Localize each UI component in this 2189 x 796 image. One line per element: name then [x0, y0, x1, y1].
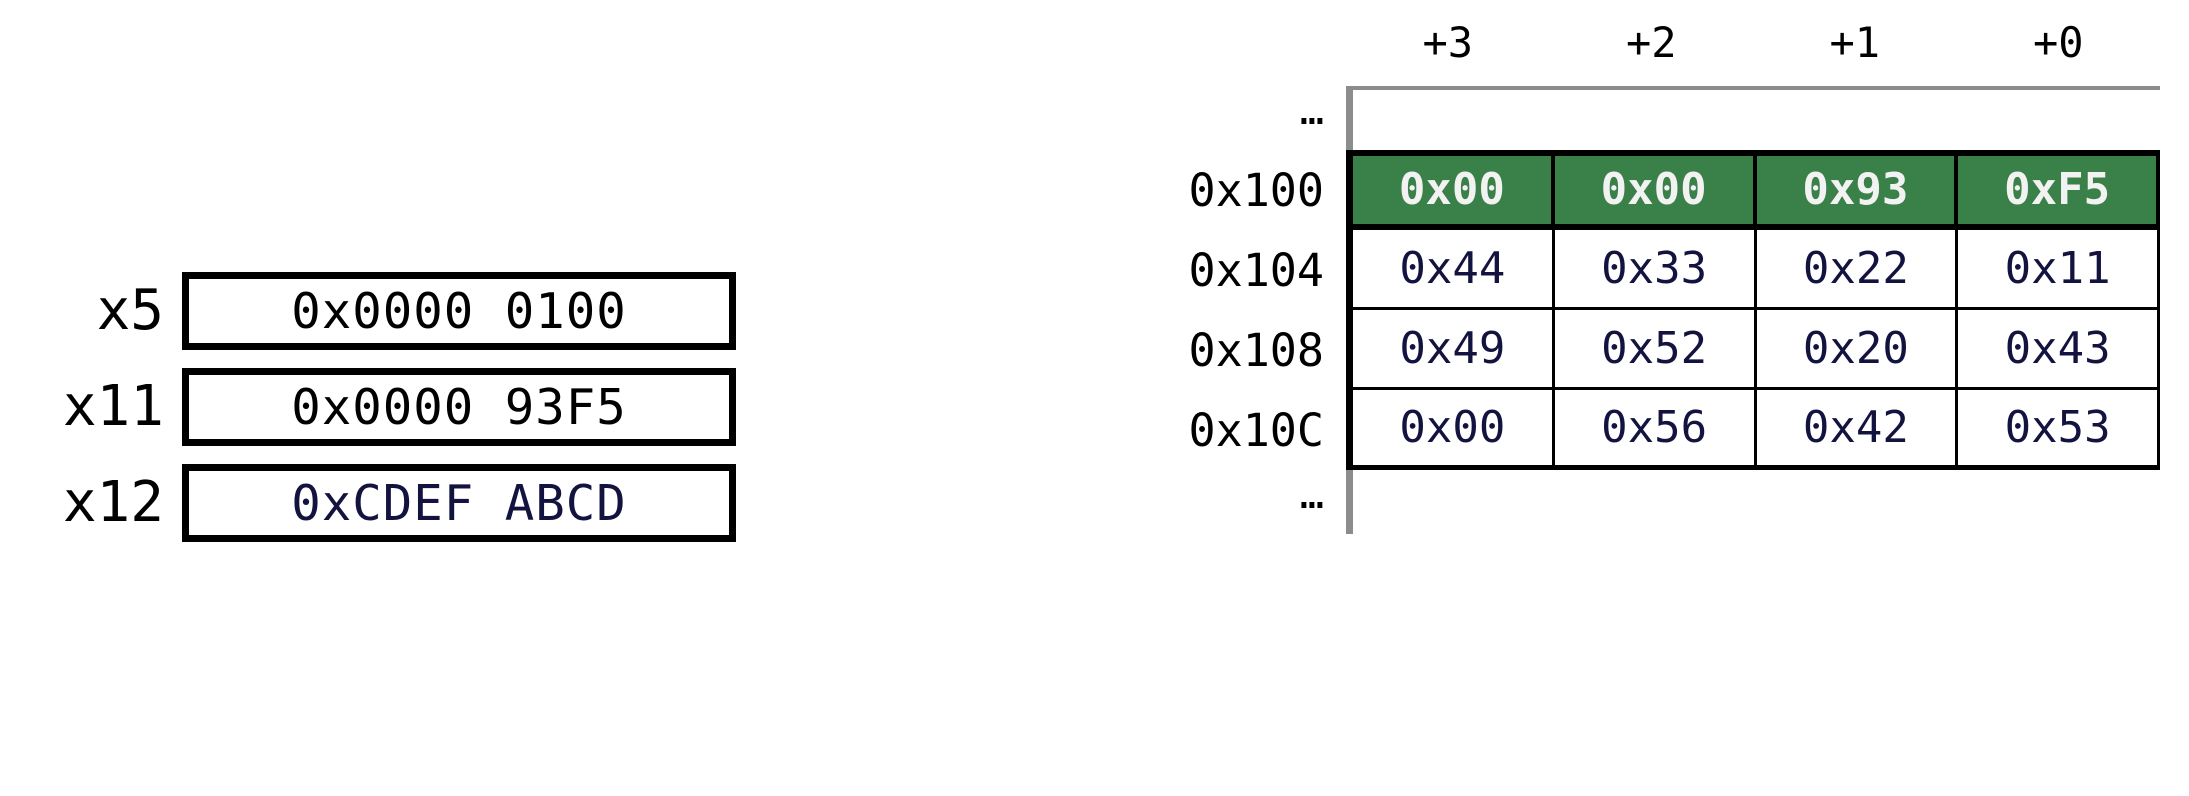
memory-cell-0x107[interactable]: 0x44 — [1353, 230, 1555, 310]
memory-cell-0x10A[interactable]: 0x52 — [1554, 310, 1757, 390]
memory-grid: +3 +2 +1 +0 … 0x100 0x00 0x00 0x93 0xF5 … — [1150, 0, 2160, 534]
memory-row-label-0x104: 0x104 — [1188, 243, 1324, 297]
memory-cell-0x101[interactable]: 0x93 — [1756, 150, 1959, 230]
memory-header-cells: +3 +2 +1 +0 — [1346, 22, 2160, 64]
memory-cell-0x10F[interactable]: 0x00 — [1353, 390, 1555, 470]
memory-column-header-plus1: +1 — [1829, 18, 1881, 67]
register-box-x12[interactable]: 0xCDEF ABCD — [182, 464, 736, 542]
memory-row-cells-0x104: 0x44 0x33 0x22 0x11 — [1346, 230, 2160, 310]
register-box-x11[interactable]: 0x0000 93F5 — [182, 368, 736, 446]
memory-row-label-0x10C: 0x10C — [1188, 403, 1324, 457]
register-row-x5: x5 0x0000 0100 — [0, 270, 760, 352]
memory-row-ellipsis-top: … — [1150, 86, 2160, 150]
memory-cell-0x10B[interactable]: 0x49 — [1353, 310, 1555, 390]
memory-cell-0x10C[interactable]: 0x53 — [1958, 390, 2160, 470]
memory-ellipsis-label-bottom: … — [1299, 472, 1324, 518]
memory-column-headers: +3 +2 +1 +0 — [1150, 0, 2160, 86]
memory-row-0x104: 0x104 0x44 0x33 0x22 0x11 — [1150, 230, 2160, 310]
memory-column-header-plus0: +0 — [2032, 18, 2084, 67]
register-value-x12: 0xCDEF ABCD — [291, 474, 627, 532]
register-box-x5[interactable]: 0x0000 0100 — [182, 272, 736, 350]
memory-row-cells-0x10C: 0x00 0x56 0x42 0x53 — [1346, 390, 2160, 470]
register-value-x5: 0x0000 0100 — [291, 282, 627, 340]
register-label-x5: x5 — [96, 278, 164, 343]
register-file: x5 0x0000 0100 x11 0x0000 93F5 x12 0xCDE… — [0, 270, 760, 560]
register-label-x11: x11 — [62, 374, 164, 439]
memory-ellipsis-cells-top — [1346, 86, 2160, 150]
memory-cell-0x106[interactable]: 0x33 — [1554, 230, 1757, 310]
memory-cell-0x103[interactable]: 0x00 — [1353, 150, 1555, 230]
memory-column-header-plus2: +2 — [1625, 18, 1677, 67]
memory-cell-0x10D[interactable]: 0x42 — [1756, 390, 1959, 470]
memory-row-cells-0x100: 0x00 0x00 0x93 0xF5 — [1346, 150, 2160, 230]
memory-cell-0x100[interactable]: 0xF5 — [1958, 150, 2160, 230]
memory-cell-0x109[interactable]: 0x20 — [1756, 310, 1959, 390]
memory-row-0x100: 0x100 0x00 0x00 0x93 0xF5 — [1150, 150, 2160, 230]
memory-column-header-plus3: +3 — [1422, 18, 1474, 67]
memory-row-cells-0x108: 0x49 0x52 0x20 0x43 — [1346, 310, 2160, 390]
memory-cell-0x105[interactable]: 0x22 — [1756, 230, 1959, 310]
memory-table: +3 +2 +1 +0 … 0x100 0x00 0x00 0x93 0xF5 … — [1150, 0, 2160, 796]
memory-row-label-0x108: 0x108 — [1188, 323, 1324, 377]
register-label-x12: x12 — [62, 470, 164, 535]
memory-row-label-0x100: 0x100 — [1188, 163, 1324, 217]
memory-cell-0x10E[interactable]: 0x56 — [1554, 390, 1757, 470]
memory-cell-0x108[interactable]: 0x43 — [1958, 310, 2160, 390]
memory-row-0x108: 0x108 0x49 0x52 0x20 0x43 — [1150, 310, 2160, 390]
memory-ellipsis-cells-bottom — [1346, 470, 2160, 534]
register-row-x12: x12 0xCDEF ABCD — [0, 462, 760, 544]
memory-cell-0x104[interactable]: 0x11 — [1958, 230, 2160, 310]
register-value-x11: 0x0000 93F5 — [291, 378, 627, 436]
memory-row-ellipsis-bottom: … — [1150, 470, 2160, 534]
memory-row-0x10C: 0x10C 0x00 0x56 0x42 0x53 — [1150, 390, 2160, 470]
memory-ellipsis-label-top: … — [1299, 88, 1324, 134]
memory-cell-0x102[interactable]: 0x00 — [1554, 150, 1757, 230]
register-row-x11: x11 0x0000 93F5 — [0, 366, 760, 448]
